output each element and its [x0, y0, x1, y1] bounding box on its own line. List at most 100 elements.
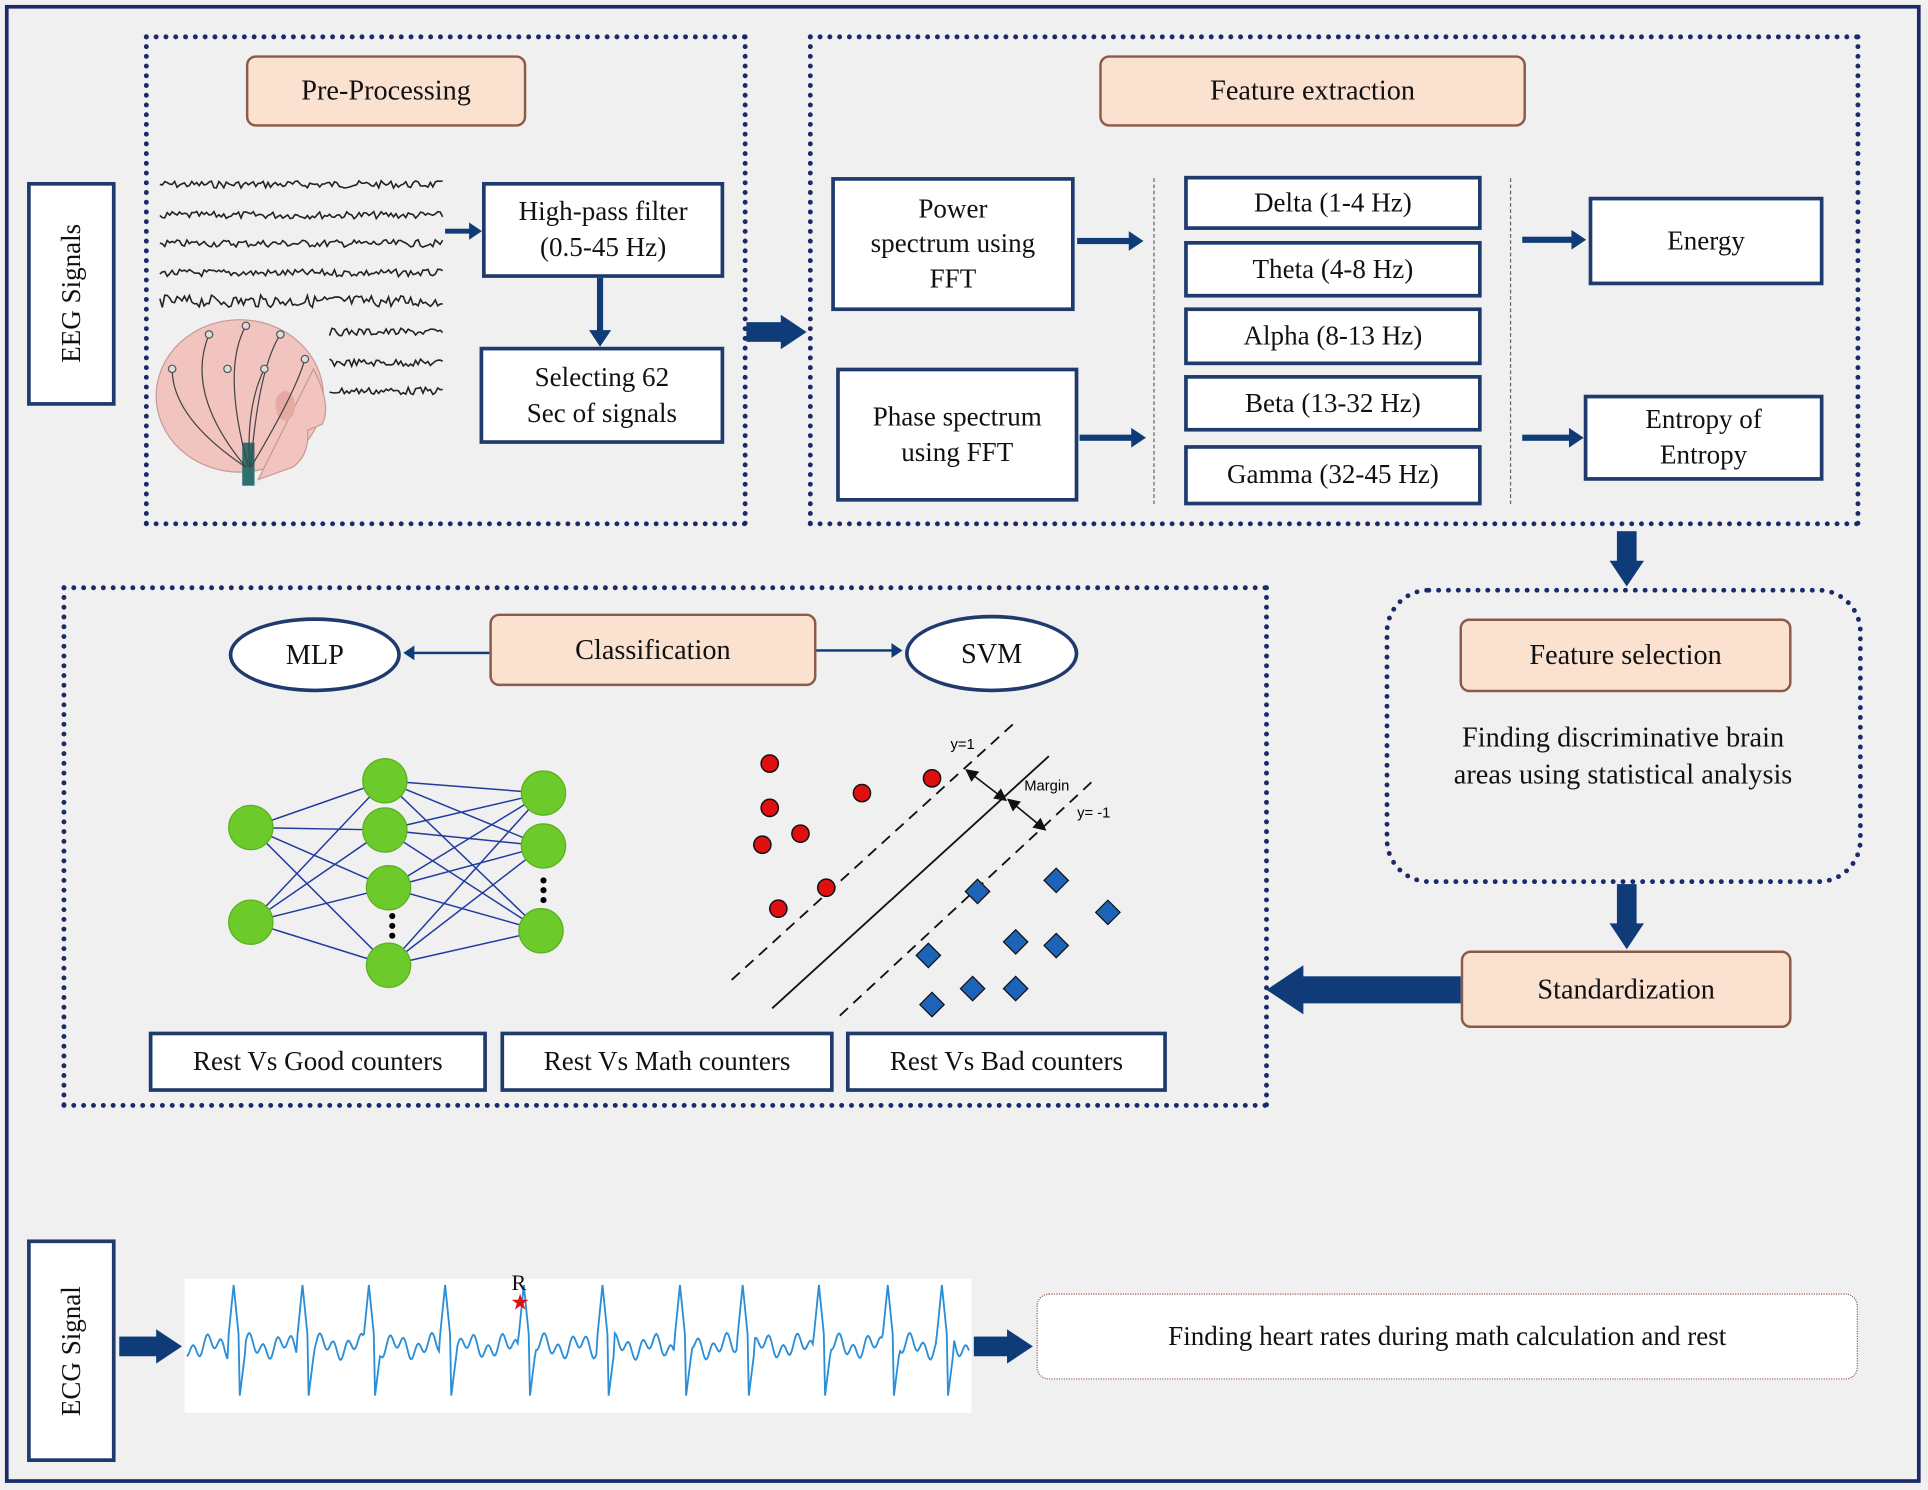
arrow	[1609, 884, 1644, 950]
arrow-head	[1568, 427, 1584, 448]
mlp-edge	[384, 829, 542, 932]
class-b-point	[1002, 928, 1029, 955]
arrow	[445, 222, 483, 240]
class-a-point	[768, 899, 788, 919]
ellipsis-dot	[389, 932, 396, 939]
arrow	[1522, 229, 1587, 250]
highpass-line1: High-pass filter	[518, 196, 688, 227]
arrow-shaft	[746, 322, 785, 342]
mlp-edge	[250, 780, 386, 829]
mlp-edge	[250, 780, 386, 923]
mlp-node	[365, 865, 412, 911]
r-peak-label: R	[511, 1270, 527, 1295]
band-alpha: Alpha (8-13 Hz)	[1184, 307, 1482, 366]
arrow-head	[588, 330, 612, 347]
arrow	[588, 277, 612, 347]
mlp-node	[362, 758, 408, 804]
arrow-shaft	[1077, 237, 1131, 245]
task-rest-vs-math: Rest Vs Math counters	[500, 1031, 834, 1092]
class-b-point	[1002, 975, 1029, 1002]
svm-label-margin: Margin	[1024, 779, 1069, 795]
r-peak-star-icon: ★	[510, 1289, 531, 1315]
mlp-edge	[250, 829, 386, 923]
arrow-shaft	[973, 1336, 1011, 1357]
ellipsis-dot	[540, 896, 547, 904]
svm-margin-line-positive	[730, 721, 1017, 981]
standardization-box: Standardization	[1460, 950, 1792, 1028]
mlp-edge	[388, 792, 545, 966]
highpass-line2: (0.5-45 Hz)	[540, 231, 667, 262]
class-b-point	[964, 878, 991, 905]
arrow	[973, 1329, 1033, 1364]
class-b-point	[1043, 932, 1070, 959]
eeg-trace	[159, 238, 444, 249]
ellipsis-dot	[540, 887, 547, 894]
task-rest-vs-good: Rest Vs Good counters	[148, 1031, 487, 1092]
feature-selection-panel	[1384, 587, 1863, 885]
selecting-line2: Sec of signals	[526, 396, 678, 428]
band-gamma: Gamma (32-45 Hz)	[1184, 445, 1482, 506]
class-a-point	[791, 824, 810, 844]
power-line3: FFT	[929, 262, 977, 294]
arrow-head	[403, 645, 415, 661]
eeg-trace	[159, 267, 444, 279]
mlp-node	[228, 899, 274, 945]
eeg-trace	[328, 327, 444, 337]
arrow-head	[1007, 1329, 1033, 1364]
arrow	[1522, 427, 1584, 448]
arrow-shaft	[445, 228, 471, 234]
arrow-head	[1131, 427, 1146, 448]
arrow-shaft	[1298, 976, 1461, 1004]
mlp-edge	[388, 845, 544, 889]
ellipsis-dot	[540, 877, 547, 884]
class-a-point	[760, 798, 780, 818]
class-a-point	[852, 783, 872, 803]
selecting-line1: Selecting 62	[534, 361, 670, 393]
eeg-trace	[159, 179, 443, 190]
arrow-shaft	[596, 277, 604, 333]
eeg-trace	[159, 292, 443, 309]
feature-selection-title: Feature selection	[1459, 618, 1792, 693]
svm-label-y-neg: y= -1	[1077, 806, 1110, 822]
arrow	[1079, 427, 1146, 448]
svm-ellipse: SVM	[904, 614, 1079, 693]
phase-line1: Phase spectrum	[872, 400, 1042, 432]
mlp-edge	[384, 780, 544, 794]
mlp-node	[365, 942, 412, 988]
arrow	[1609, 531, 1644, 587]
heart-rate-result-box: Finding heart rates during math calculat…	[1036, 1293, 1858, 1380]
class-b-point	[918, 991, 946, 1018]
arrow-head	[1609, 560, 1644, 587]
bands-bracket	[1153, 178, 1512, 505]
classification-panel	[61, 585, 1269, 1108]
band-theta: Theta (4-8 Hz)	[1184, 241, 1482, 298]
mlp-edge	[250, 826, 389, 889]
eeg-trace	[329, 385, 443, 396]
outer-frame	[4, 4, 1921, 1483]
mlp-node	[520, 823, 567, 869]
class-a-point	[760, 754, 780, 773]
class-b-point	[1094, 899, 1121, 926]
arrow-head	[1609, 923, 1644, 950]
arrow-shaft	[1522, 236, 1574, 243]
arrow-shaft	[119, 1336, 160, 1357]
power-line2: spectrum using	[870, 227, 1036, 259]
mlp-edge	[384, 780, 542, 932]
ecg-signal-label: ECG Signal	[27, 1239, 116, 1462]
task-rest-vs-bad: Rest Vs Bad counters	[845, 1031, 1167, 1092]
mlp-edge	[250, 826, 390, 966]
ecg-trace	[186, 1284, 970, 1396]
arrow-head	[780, 314, 807, 350]
arrow	[816, 643, 903, 658]
mlp-edge	[384, 829, 544, 847]
entropy-line1: Entropy of	[1645, 403, 1762, 435]
arrow-head	[891, 643, 903, 658]
phase-line2: using FFT	[901, 435, 1014, 467]
